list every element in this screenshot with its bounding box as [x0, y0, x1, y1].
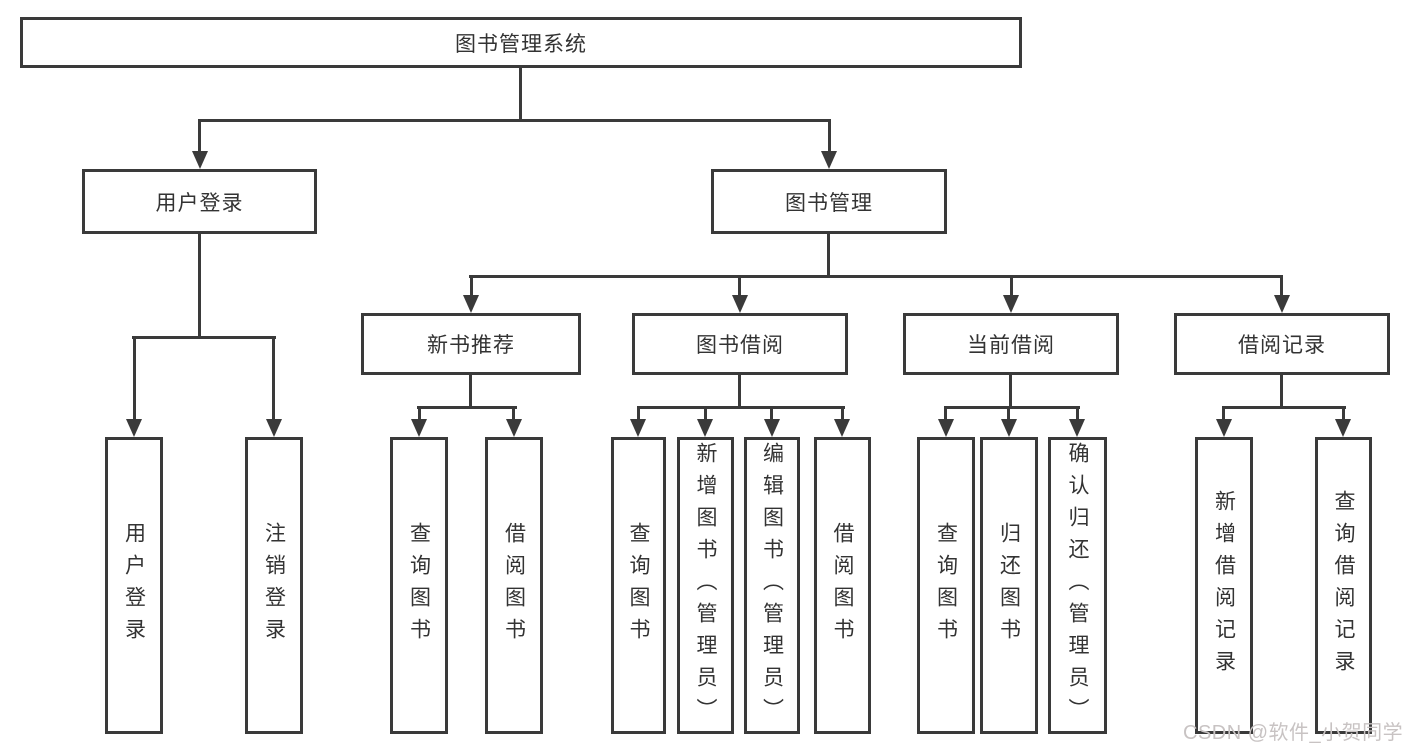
- node-current-borrow: 当前借阅: [903, 313, 1119, 375]
- leaf-edit-book-admin-label: 编辑图书（管理员）: [760, 441, 784, 730]
- node-new-book-recommend: 新书推荐: [361, 313, 581, 375]
- leaf-borrow-books-recommend-label: 借阅图书: [502, 521, 526, 650]
- leaf-user-login-label: 用户登录: [122, 521, 146, 650]
- leaf-borrow-books-recommend: 借阅图书: [485, 437, 543, 734]
- leaf-add-book-admin: 新增图书（管理员）: [677, 437, 734, 734]
- leaf-query-books-recommend: 查询图书: [390, 437, 448, 734]
- leaf-query-books-recommend-label: 查询图书: [407, 521, 431, 650]
- leaf-query-books-borrow-label: 查询图书: [627, 521, 650, 650]
- arrow-down-icon: [411, 419, 427, 437]
- arrow-down-icon: [126, 419, 142, 437]
- leaf-borrow-books-borrow-label: 借阅图书: [831, 521, 854, 650]
- leaf-edit-book-admin: 编辑图书（管理员）: [744, 437, 800, 734]
- arrow-down-icon: [764, 419, 780, 437]
- leaf-add-borrow-record-label: 新增借阅记录: [1212, 489, 1236, 682]
- arrow-down-icon: [630, 419, 646, 437]
- leaf-query-books-borrow: 查询图书: [611, 437, 666, 734]
- arrow-down-icon: [1335, 419, 1351, 437]
- node-borrow-record: 借阅记录: [1174, 313, 1390, 375]
- arrow-down-icon: [732, 295, 748, 313]
- leaf-query-borrow-record: 查询借阅记录: [1315, 437, 1372, 734]
- arrow-down-icon: [1003, 295, 1019, 313]
- arrow-down-icon: [463, 295, 479, 313]
- leaf-confirm-return-admin-label: 确认归还（管理员）: [1066, 441, 1089, 730]
- leaf-user-login: 用户登录: [105, 437, 163, 734]
- leaf-return-book-label: 归还图书: [997, 521, 1021, 650]
- arrow-down-icon: [1216, 419, 1232, 437]
- arrow-down-icon: [506, 419, 522, 437]
- arrow-down-icon: [697, 419, 713, 437]
- leaf-logout: 注销登录: [245, 437, 303, 734]
- leaf-add-book-admin-label: 新增图书（管理员）: [694, 441, 717, 730]
- arrow-down-icon: [1274, 295, 1290, 313]
- node-book-borrow: 图书借阅: [632, 313, 848, 375]
- leaf-confirm-return-admin: 确认归还（管理员）: [1048, 437, 1107, 734]
- arrow-down-icon: [266, 419, 282, 437]
- leaf-borrow-books-borrow: 借阅图书: [814, 437, 871, 734]
- arrow-down-icon: [1001, 419, 1017, 437]
- watermark: CSDN @软件_小贺同学: [1183, 722, 1404, 744]
- arrow-down-icon: [192, 151, 208, 169]
- leaf-logout-label: 注销登录: [262, 521, 286, 650]
- node-book-management: 图书管理: [711, 169, 947, 234]
- leaf-return-book: 归还图书: [980, 437, 1038, 734]
- node-user-login: 用户登录: [82, 169, 317, 234]
- leaf-query-books-current: 查询图书: [917, 437, 975, 734]
- arrow-down-icon: [821, 151, 837, 169]
- arrow-down-icon: [834, 419, 850, 437]
- arrow-down-icon: [1069, 419, 1085, 437]
- leaf-query-books-current-label: 查询图书: [934, 521, 958, 650]
- node-root: 图书管理系统: [20, 17, 1022, 68]
- leaf-add-borrow-record: 新增借阅记录: [1195, 437, 1253, 734]
- arrow-down-icon: [938, 419, 954, 437]
- leaf-query-borrow-record-label: 查询借阅记录: [1332, 489, 1355, 682]
